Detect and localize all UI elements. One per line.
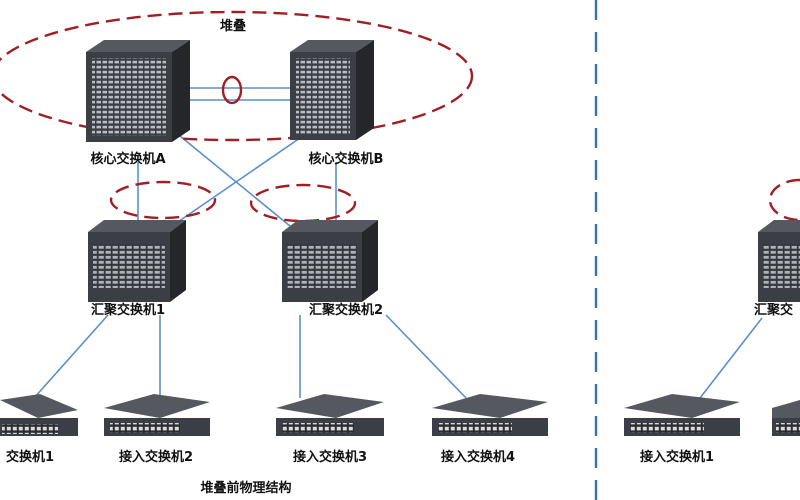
agg-switch-2-label: 汇聚交换机2 [309, 302, 383, 318]
access-switch-3 [276, 394, 384, 436]
stack-ellipse-right-links [249, 183, 357, 223]
agg-switch-1-label: 汇聚交换机1 [91, 302, 165, 318]
link-right-agg-acc1 [699, 317, 763, 399]
stack-markers [0, 10, 800, 223]
agg-switch-right [758, 220, 800, 302]
access-switch-2-label: 接入交换机2 [119, 449, 193, 465]
core-switch-b-label: 核心交换机B [309, 151, 384, 167]
access-switch-4-label: 接入交换机4 [441, 449, 515, 465]
links [33, 87, 763, 399]
access-switch-right-2 [772, 400, 800, 436]
access-switch-right-1 [624, 394, 740, 436]
core-switch-b [290, 40, 374, 140]
agg-switch-2 [282, 220, 378, 302]
access-switch-1-label: 交换机1 [6, 449, 54, 465]
stack-ellipse-core [0, 10, 474, 142]
diagram-caption: 堆叠前物理结构 [200, 480, 291, 496]
right-agg-switch-label: 汇聚交 [754, 302, 793, 318]
stack-link-ring [221, 75, 243, 105]
stack-ellipse-right-panel [768, 178, 800, 222]
link-agg1-acc1 [33, 314, 109, 399]
link-agg2-acc4 [385, 314, 467, 399]
right-access-switch-1-label: 接入交换机1 [640, 449, 714, 465]
agg-switch-1 [88, 220, 186, 302]
core-switch-a-label: 核心交换机A [90, 151, 165, 167]
stack-label: 堆叠 [220, 18, 246, 34]
access-switch-2 [104, 394, 210, 436]
link-coreA-agg2 [179, 135, 291, 227]
core-switch-a [86, 40, 190, 142]
access-switch-1 [0, 394, 78, 436]
access-switch-3-label: 接入交换机3 [293, 449, 367, 465]
stack-ellipse-left-links [109, 180, 217, 220]
link-coreB-agg1 [171, 137, 301, 227]
access-switch-4 [432, 394, 548, 436]
